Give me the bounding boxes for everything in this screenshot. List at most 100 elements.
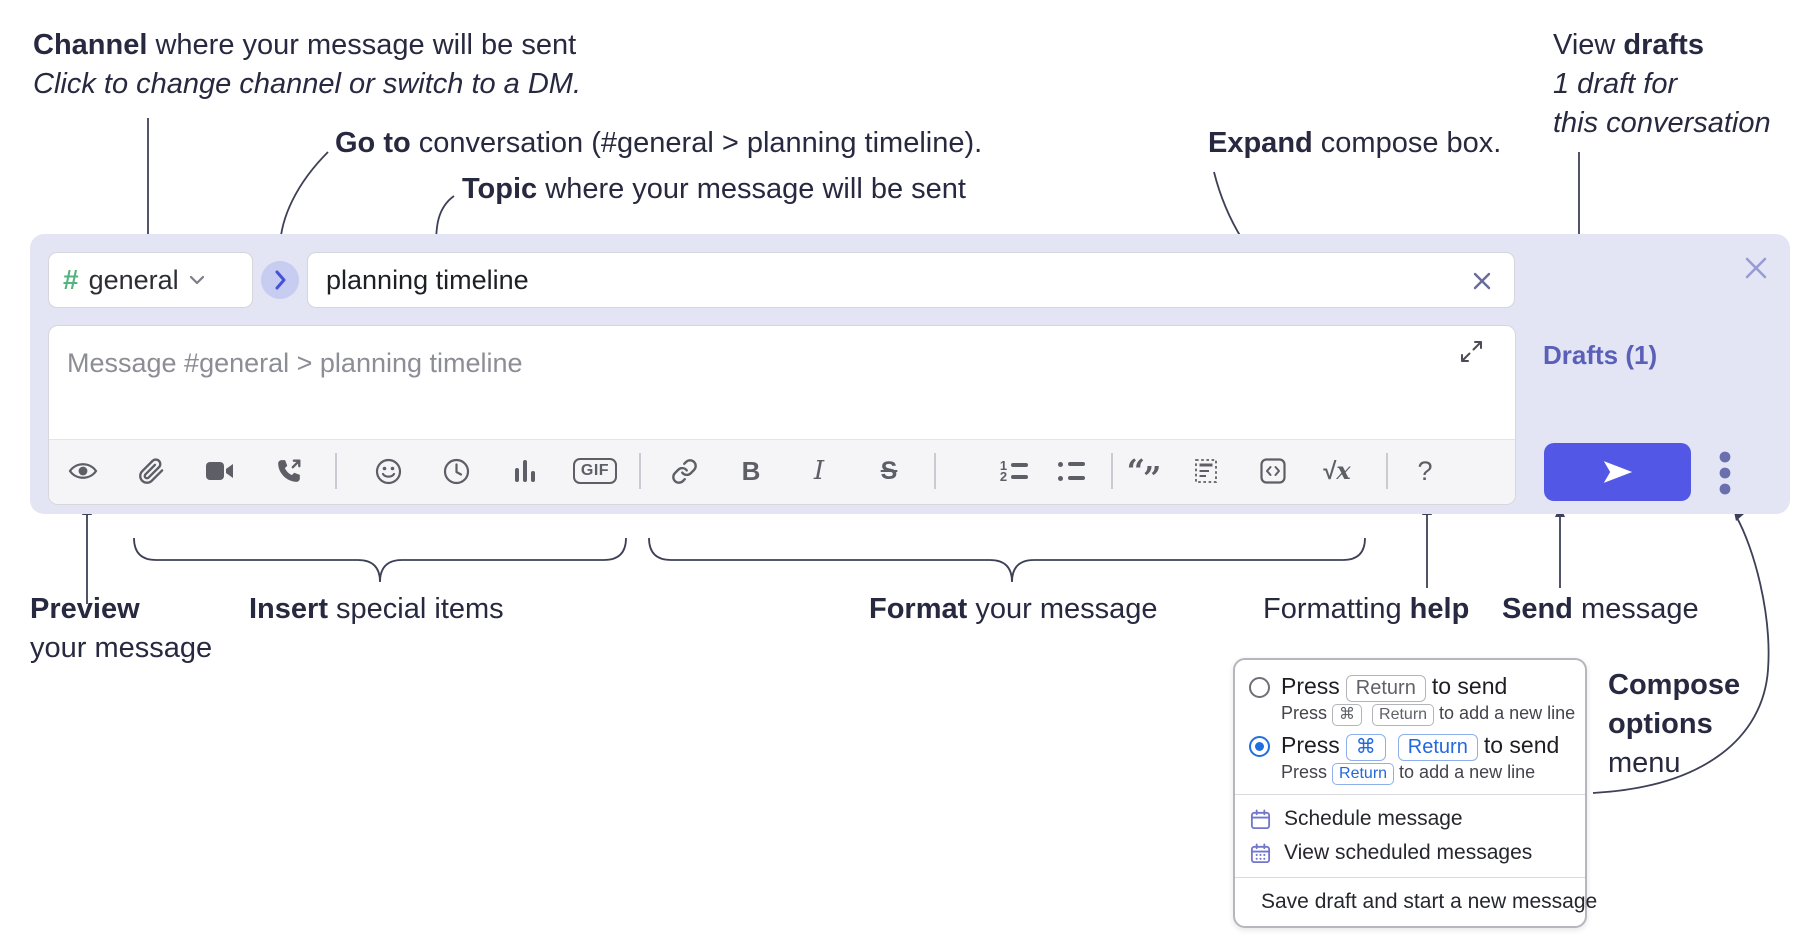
text-segment: Go to	[335, 127, 411, 159]
send-button[interactable]	[1544, 443, 1691, 501]
bulleted-list-button[interactable]	[1051, 451, 1091, 491]
preview-button[interactable]	[63, 451, 103, 491]
poll-button[interactable]	[505, 451, 545, 491]
text-segment: help	[1409, 593, 1470, 625]
scheduled-messages-icon	[1250, 842, 1271, 863]
annotation-line: View drafts	[1553, 26, 1771, 65]
formatting-toolbar: GIF B I S	[49, 439, 1515, 504]
expand-icon[interactable]	[1460, 340, 1483, 363]
annotation-insert: Insert special items	[249, 590, 504, 629]
link-button[interactable]	[664, 451, 704, 491]
annotation-view-drafts: View drafts 1 draft for this conversatio…	[1553, 26, 1771, 143]
text-segment: to add a new line	[1439, 703, 1576, 723]
menu-item-label: View scheduled messages	[1284, 841, 1533, 864]
video-clip-button[interactable]	[199, 451, 239, 491]
message-box[interactable]: Message #general > planning timeline	[48, 325, 1516, 505]
phone-outgoing-icon	[278, 459, 301, 482]
toolbar-divider	[1386, 453, 1388, 489]
strikethrough-button[interactable]: S	[869, 451, 909, 491]
text-segment: Channel	[33, 29, 148, 61]
text-segment: Return	[1332, 763, 1395, 785]
clear-topic-icon[interactable]	[1470, 269, 1494, 293]
annotation-line: menu	[1608, 744, 1740, 783]
attach-button[interactable]	[131, 451, 171, 491]
code-block-button[interactable]	[1253, 451, 1293, 491]
topic-input[interactable]: planning timeline	[307, 252, 1515, 308]
close-icon[interactable]	[1741, 253, 1771, 283]
text-segment: options	[1608, 708, 1713, 740]
emoji-button[interactable]	[368, 451, 408, 491]
audio-call-button[interactable]	[269, 451, 309, 491]
annotation-line: Compose	[1608, 666, 1740, 705]
radio-cmd-return-to-send[interactable]	[1249, 735, 1270, 757]
text-segment: Return	[1345, 675, 1426, 702]
kebab-dots-icon	[1719, 451, 1731, 495]
brace-insert	[133, 537, 627, 583]
annotation-line: Topic where your message will be sent	[462, 170, 966, 209]
bulleted-list-icon	[1057, 461, 1085, 481]
channel-selector[interactable]: # general	[48, 252, 253, 308]
text-segment: Send	[1502, 593, 1573, 625]
annotation-line: this conversation	[1553, 104, 1771, 143]
menu-item-label: Save draft and start a new message	[1261, 890, 1598, 913]
menu-item-view-scheduled-messages[interactable]: View scheduled messages	[1235, 836, 1585, 870]
menu-divider	[1235, 794, 1585, 795]
code-icon	[1260, 458, 1286, 484]
annotation-compose-options: Compose options menu	[1608, 666, 1740, 783]
text-segment: Formatting	[1263, 593, 1410, 625]
annotation-formatting-help: Formatting help	[1263, 590, 1469, 629]
formatting-help-button[interactable]: ?	[1405, 451, 1445, 491]
toolbar-divider	[934, 453, 936, 489]
text-segment: Topic	[462, 173, 538, 205]
annotation-line: Click to change channel or switch to a D…	[33, 65, 581, 104]
link-icon	[671, 458, 697, 484]
text-segment: Press	[1281, 762, 1328, 782]
text-segment: conversation (#general > planning timeli…	[410, 127, 983, 159]
drafts-link[interactable]: Drafts (1)	[1543, 340, 1658, 370]
toolbar-divider	[1111, 453, 1113, 489]
bold-button[interactable]: B	[731, 451, 771, 491]
bar-chart-icon	[515, 460, 535, 482]
gif-button[interactable]: GIF	[567, 451, 623, 491]
menu-item-schedule-message[interactable]: Schedule message	[1235, 802, 1585, 836]
text-segment: Press	[1281, 703, 1328, 723]
arrow-to-goto	[279, 151, 329, 247]
annotation-topic: Topic where your message will be sent	[462, 170, 966, 209]
italic-button[interactable]: I	[799, 451, 839, 491]
menu-item-save-draft[interactable]: Save draft and start a new message	[1235, 885, 1597, 919]
compose-box: # general planning timeline Message #gen…	[30, 234, 1790, 514]
schedule-calendar-icon	[1250, 808, 1271, 829]
brace-format	[648, 537, 1366, 583]
channel-hash-icon: #	[63, 264, 79, 295]
annotation-goto: Go to conversation (#general > planning …	[335, 124, 982, 163]
text-snippet-button[interactable]	[1186, 451, 1226, 491]
blockquote-button[interactable]: “”	[1123, 451, 1163, 497]
text-segment: where your message will be sent	[147, 29, 577, 61]
italic-icon: I	[813, 456, 825, 486]
annotation-preview: Preview your message	[30, 590, 212, 668]
annotation-line: Formatting help	[1263, 590, 1469, 629]
goto-conversation-button[interactable]	[261, 261, 299, 299]
text-segment: Expand	[1208, 127, 1313, 159]
text-segment: your message	[30, 632, 213, 664]
text-segment: Return	[1372, 704, 1435, 726]
radio-return-to-send[interactable]	[1249, 676, 1270, 698]
compose-options-button[interactable]	[1713, 444, 1737, 502]
menu-item-label: Schedule message	[1284, 807, 1463, 830]
video-camera-icon	[205, 462, 233, 480]
text-segment: drafts	[1623, 29, 1704, 61]
recently-used-button[interactable]	[436, 451, 476, 491]
annotation-line: Send message	[1502, 590, 1699, 629]
chevron-down-icon	[189, 275, 204, 285]
annotation-line: your message	[30, 629, 212, 668]
toolbar-divider	[335, 453, 337, 489]
bold-icon: B	[741, 455, 761, 486]
formula-button[interactable]: √x	[1317, 451, 1357, 491]
channel-name: general	[88, 264, 179, 295]
